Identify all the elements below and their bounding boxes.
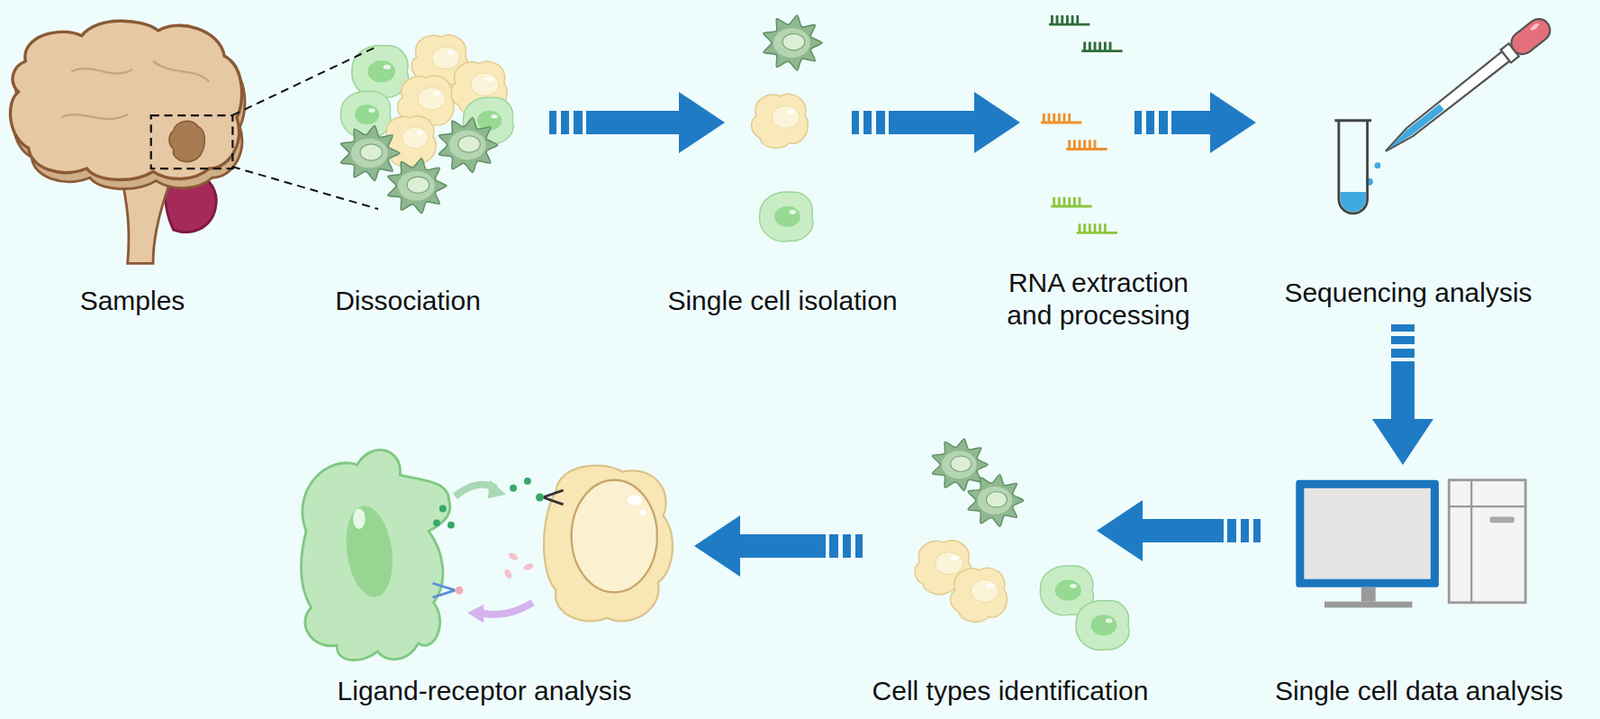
computer-part <box>1303 488 1431 579</box>
step-label: RNA extraction and processing <box>985 266 1212 332</box>
dissociated-cells-part <box>388 158 447 214</box>
flow-arrow <box>1134 110 1211 135</box>
step-label: Sequencing analysis <box>1283 276 1532 309</box>
rna-strands-part <box>1081 41 1122 51</box>
dissociated-cells-part <box>438 117 498 172</box>
computer-part <box>1295 479 1439 588</box>
cell-interaction-part <box>352 507 366 529</box>
dissociated-cells-part <box>341 126 400 181</box>
dissociated-cells <box>340 35 514 214</box>
cell-interaction-part <box>543 465 673 622</box>
cell-interaction-part <box>509 484 517 492</box>
cell-interaction-part <box>524 477 532 485</box>
flow-arrow <box>1391 324 1415 419</box>
identified-cells <box>914 438 1130 650</box>
cell-interaction-part <box>433 518 441 526</box>
cell-interaction-part <box>640 509 647 516</box>
computer-part <box>1324 601 1412 608</box>
cell-interaction-part <box>627 495 642 506</box>
computer-part <box>1448 479 1526 603</box>
identified-cells-part <box>1075 599 1130 650</box>
cell-interaction-part <box>542 489 564 505</box>
pipette-and-tube-part <box>1507 14 1555 59</box>
isolated-cells-part <box>763 15 823 71</box>
step-node: Cell types identification <box>862 423 1097 662</box>
step-node: Samples <box>4 18 233 275</box>
pipette-and-tube <box>1334 14 1555 214</box>
rna-strands-part <box>1048 15 1090 25</box>
identified-cells-part <box>950 567 1008 622</box>
cell-interaction-part <box>523 561 535 571</box>
cell-interaction-part <box>340 502 398 600</box>
computer-part <box>1448 505 1526 507</box>
cell-interaction-part <box>503 567 515 579</box>
computer-part <box>1470 479 1473 603</box>
step-node: Ligand-receptor analysis <box>288 441 695 662</box>
pipette-and-tube-part <box>1334 118 1372 122</box>
computer-part <box>1361 587 1376 602</box>
flow-arrow <box>740 533 863 558</box>
pipette-and-tube-part <box>1378 14 1555 160</box>
cell-interaction-part <box>506 551 519 562</box>
rna-strands-part <box>1066 139 1107 149</box>
brain-illustration-part <box>9 20 242 180</box>
identified-cells-part <box>931 438 988 491</box>
flow-arrow <box>1142 518 1261 543</box>
step-node: Dissociation <box>378 31 550 217</box>
brain-illustration-part <box>169 120 205 162</box>
cell-interaction-part <box>439 505 447 513</box>
isolated-cells <box>751 15 823 242</box>
zoom-line <box>232 45 379 209</box>
cell-interaction <box>300 449 673 660</box>
isolated-cells-part <box>759 191 814 242</box>
cell-interaction-part <box>479 602 534 615</box>
cell-interaction-part <box>433 582 456 597</box>
step-label: Single cell isolation <box>667 284 897 317</box>
computer-part <box>1490 516 1515 524</box>
rna-strands-part <box>1050 197 1092 207</box>
step-label: Dissociation <box>334 284 481 317</box>
cell-interaction-part <box>535 492 544 501</box>
pipette-and-tube-part <box>1338 120 1368 214</box>
step-node: Sequencing analysis <box>1256 7 1572 325</box>
step-node: Single cell data analysis <box>1260 464 1567 636</box>
pipette-and-tube-part <box>1529 22 1541 33</box>
step-node: RNA extraction and processing <box>1020 13 1135 257</box>
identified-cells-part <box>967 474 1024 527</box>
cell-interaction-part <box>488 479 507 498</box>
rna-strands-part <box>1076 223 1118 233</box>
computer <box>1295 479 1526 608</box>
rna-strands-part <box>1040 113 1082 123</box>
pipette-and-tube-part <box>1374 162 1382 169</box>
step-label: Ligand-receptor analysis <box>337 674 633 707</box>
brain-illustration-part <box>61 61 209 119</box>
pipette-and-tube-part <box>1382 51 1510 156</box>
flow-arrow <box>549 110 679 135</box>
step-label: Cell types identification <box>872 674 1149 707</box>
step-label: Single cell data analysis <box>1274 674 1564 707</box>
pipette-and-tube-part <box>1385 103 1445 152</box>
cell-interaction-part <box>467 604 484 623</box>
cell-interaction-part <box>447 521 455 529</box>
dissociated-cells-part <box>340 90 391 138</box>
cell-interaction-part <box>300 449 450 660</box>
brain-illustration-part <box>151 115 234 169</box>
brain-illustration <box>9 20 245 263</box>
flow-arrow <box>851 110 975 135</box>
step-node: Single cell isolation <box>724 13 852 244</box>
dissociated-cells-part <box>352 45 409 98</box>
cell-interaction-part <box>454 586 463 595</box>
cell-interaction-part <box>571 479 658 593</box>
isolated-cells-part <box>751 93 809 148</box>
rna-strands <box>1040 15 1123 233</box>
step-label: Samples <box>80 284 186 317</box>
